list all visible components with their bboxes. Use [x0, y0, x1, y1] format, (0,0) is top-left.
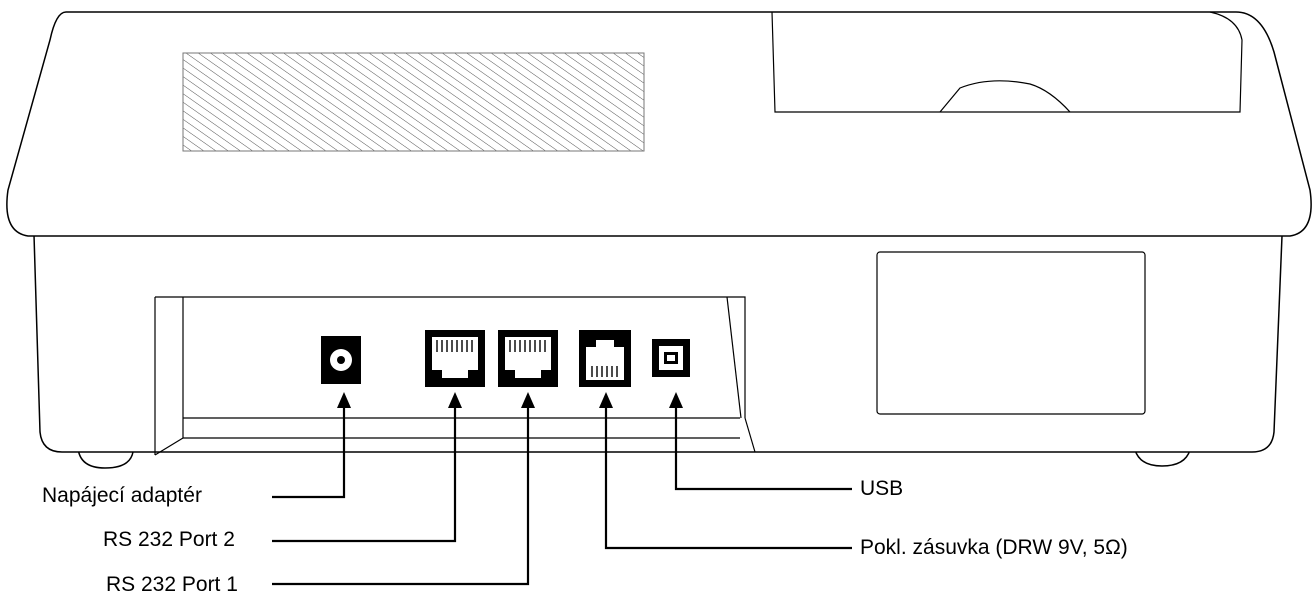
port-bay [154, 296, 756, 456]
left-foot [77, 447, 134, 469]
cash-drawer-arrowhead [599, 392, 613, 408]
cash-drawer-label: Pokl. zásuvka (DRW 9V, 5Ω) [860, 536, 1128, 559]
printer-cover [771, 11, 1243, 113]
usb-leader [674, 405, 852, 491]
power-adapter-leader [272, 405, 346, 499]
rs232-port2-arrowhead [448, 392, 462, 408]
label-panel [876, 251, 1146, 415]
rs232-port2-leader [272, 405, 457, 543]
rs232-port1-label: RS 232 Port 1 [106, 573, 238, 596]
usb-connector [652, 339, 690, 377]
usb-label: USB [860, 477, 904, 500]
power-adapter-label: Napájecí adaptér [42, 484, 202, 507]
rs232-port1-arrowhead [521, 392, 535, 408]
cash-drawer-leader [604, 405, 852, 550]
right-foot [1134, 449, 1191, 467]
rs232-port1-leader [272, 405, 530, 586]
rs232-port1-connector [498, 330, 558, 387]
vent-grille [182, 52, 645, 152]
power-jack [321, 336, 361, 384]
rs232-port2-connector [425, 330, 485, 387]
rs232-port2-label: RS 232 Port 2 [103, 528, 235, 551]
usb-arrowhead [669, 392, 683, 408]
power-adapter-arrowhead [337, 392, 351, 408]
cash-drawer-connector [579, 330, 631, 387]
printer-cover-tab [939, 80, 1071, 113]
